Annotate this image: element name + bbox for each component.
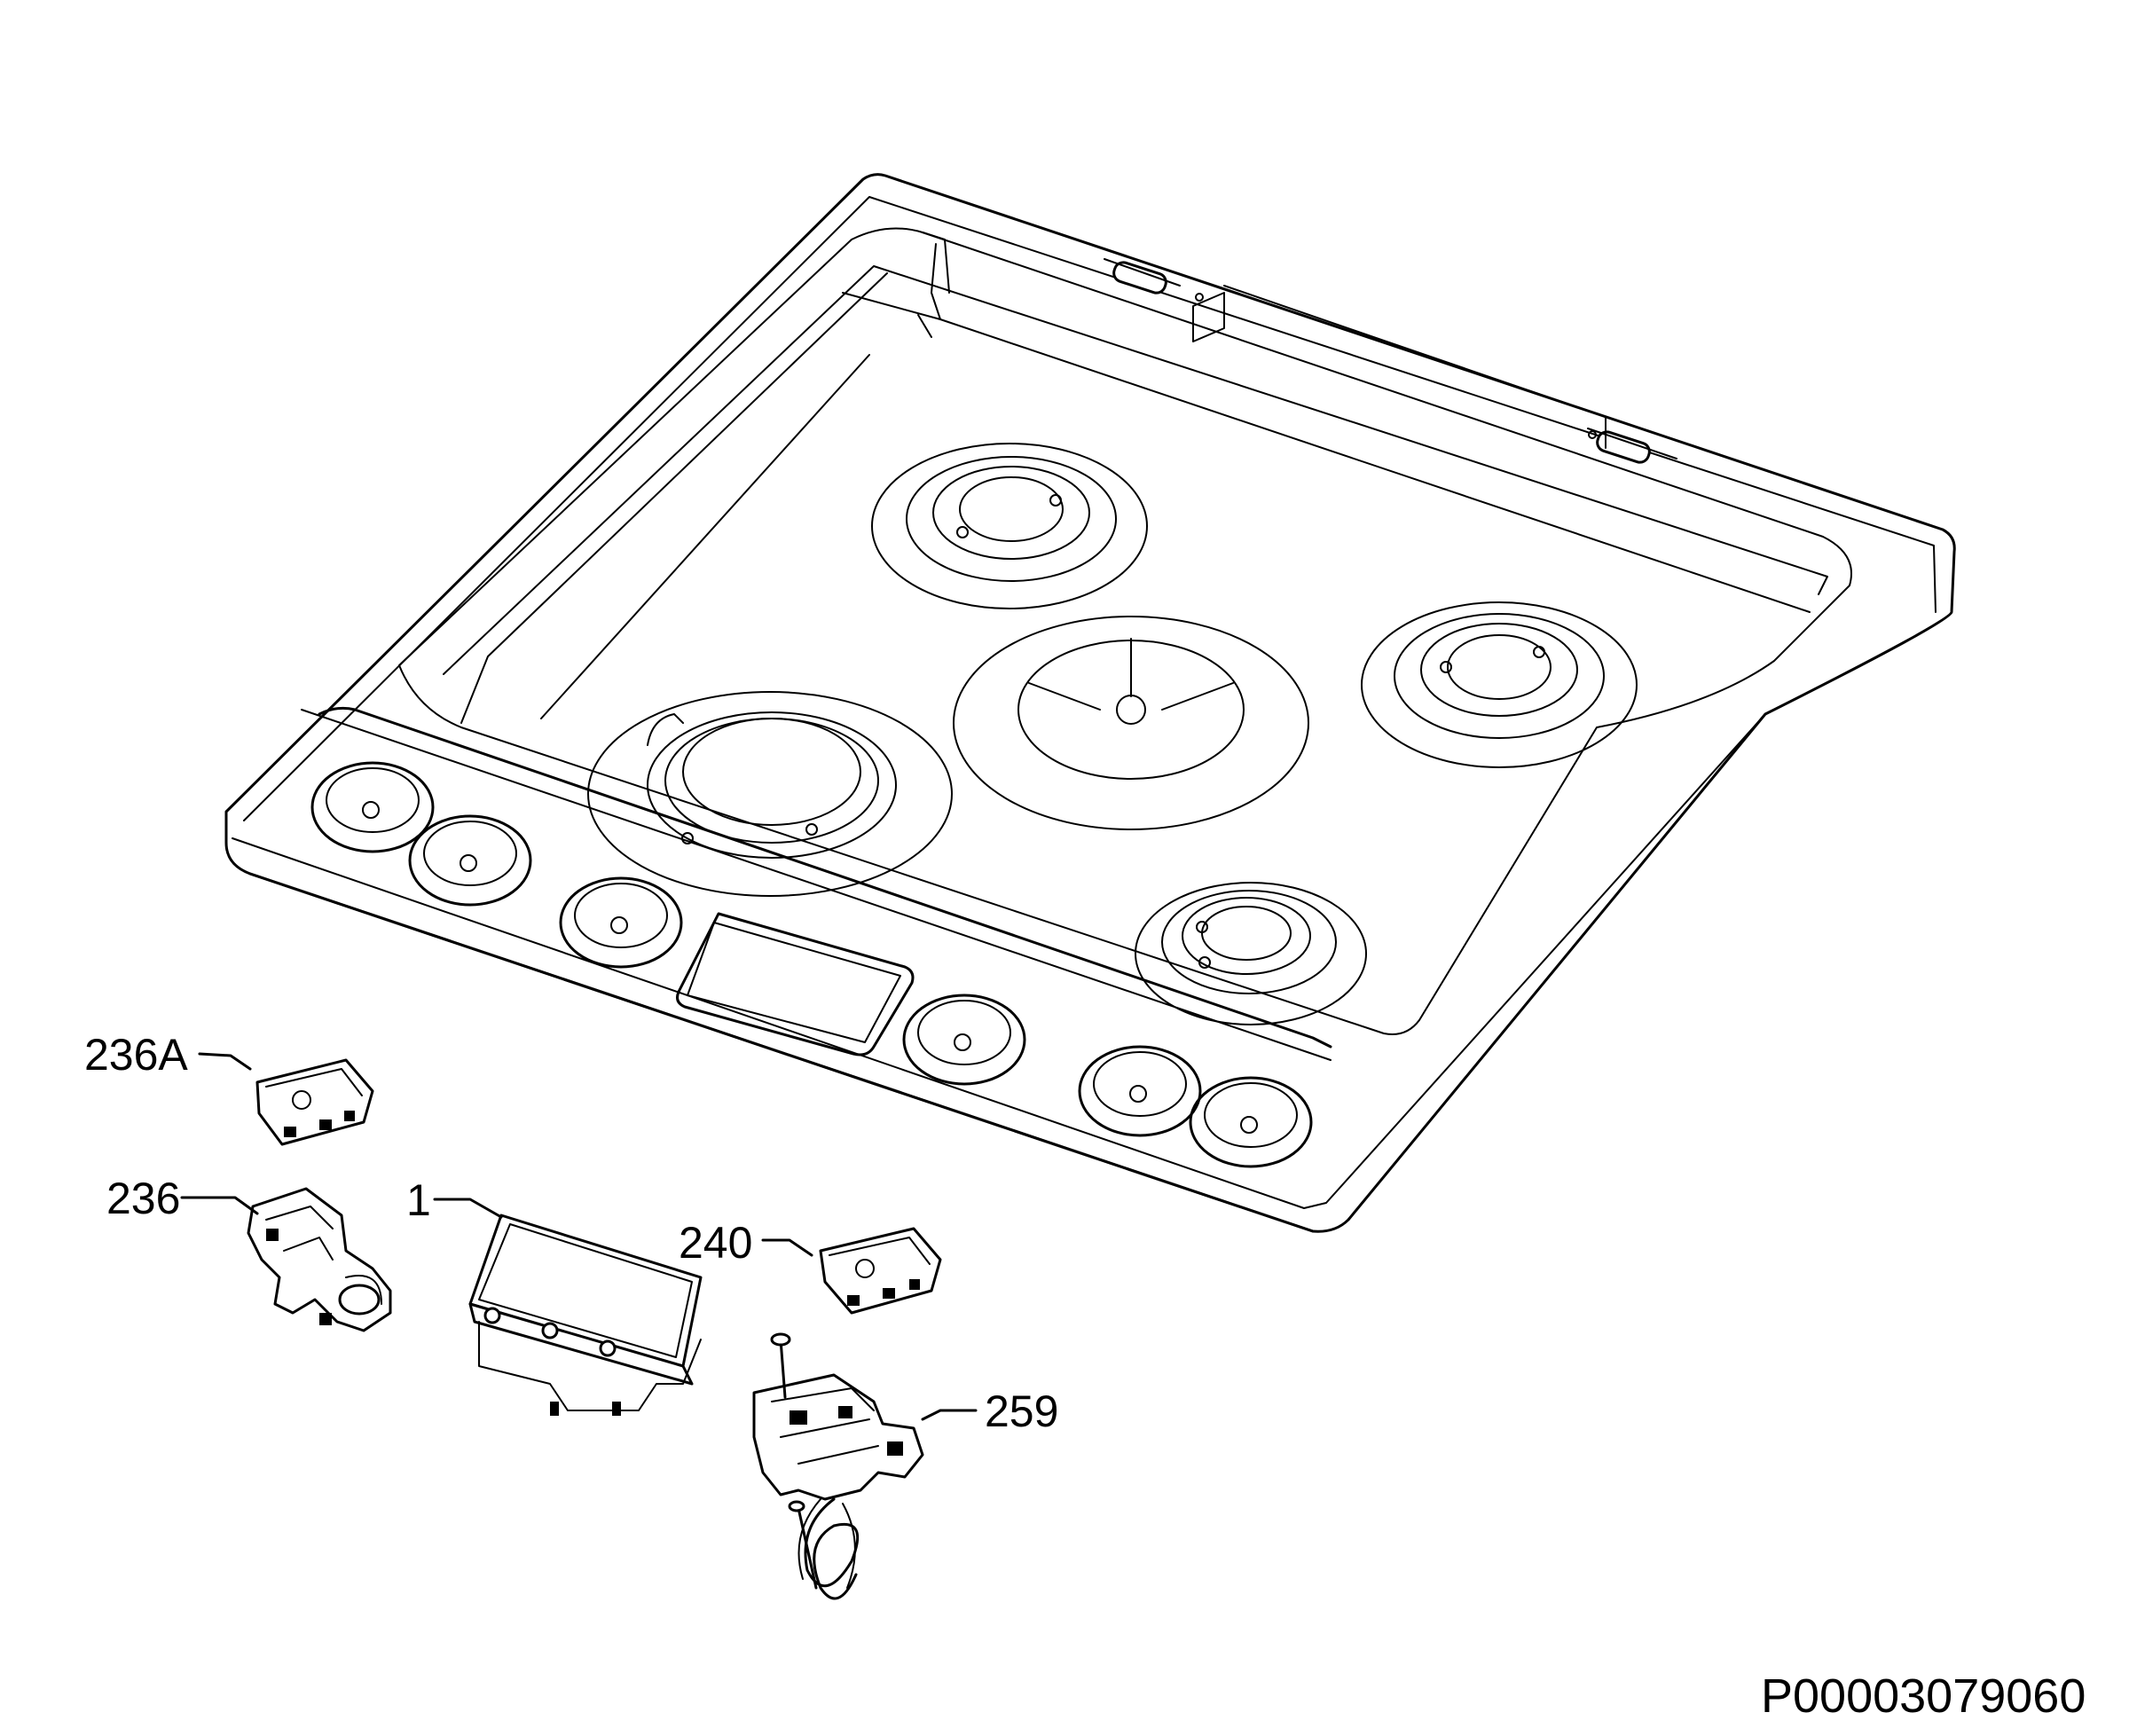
callout-236A: 236A	[84, 1030, 188, 1080]
callout-240: 240	[679, 1218, 752, 1268]
part-240-switch	[819, 1227, 942, 1315]
burner-rear-left	[871, 443, 1148, 609]
burner-wok	[587, 691, 953, 897]
leader-1	[433, 1198, 503, 1219]
callout-259: 259	[985, 1386, 1058, 1436]
part-236A-switch	[255, 1058, 374, 1146]
burner-center	[953, 616, 1309, 830]
part-236-valve	[247, 1187, 392, 1332]
burner-front-right	[1135, 882, 1367, 1025]
leader-236	[180, 1196, 259, 1215]
callout-236: 236	[106, 1174, 180, 1223]
display-window	[676, 912, 915, 1057]
drawing-code: P00003079060	[1761, 1669, 2086, 1723]
cooktop-panel	[224, 173, 1956, 1233]
leader-236A	[198, 1052, 252, 1071]
burner-right	[1361, 601, 1638, 768]
part-1-control-module	[468, 1214, 703, 1416]
knob-recesses	[310, 761, 1313, 1168]
callout-1: 1	[406, 1175, 431, 1225]
leader-259	[921, 1409, 978, 1421]
leader-240	[761, 1238, 813, 1257]
part-259-thermostat	[752, 1332, 924, 1600]
